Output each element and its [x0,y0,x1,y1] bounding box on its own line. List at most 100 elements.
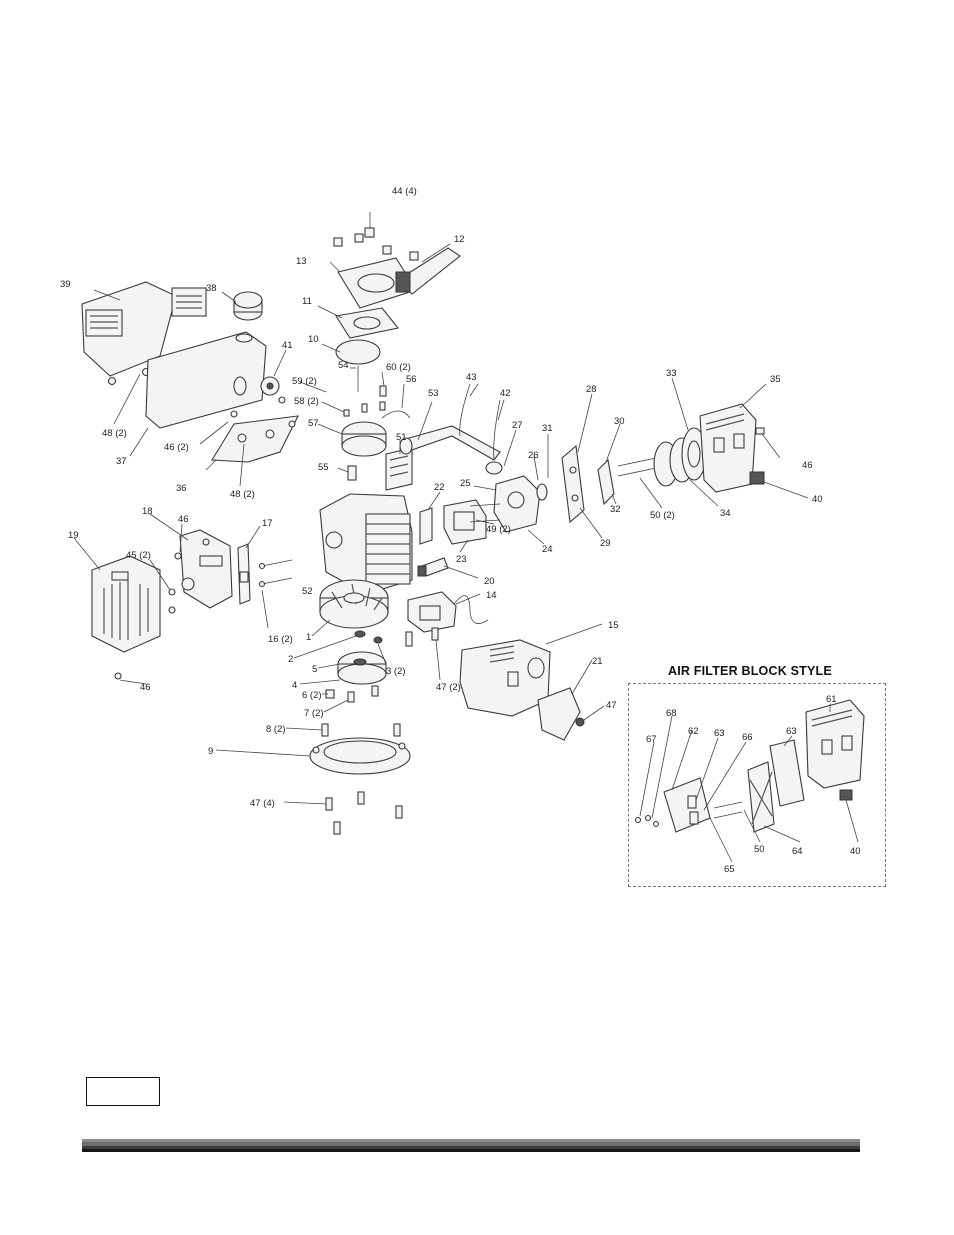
label-19: 19 [68,530,79,541]
part-labels: 44 (4) 12 13 39 38 11 10 41 54 60 (2) 59… [60,186,861,875]
label-3: 3 (2) [386,666,406,677]
label-53: 53 [428,388,439,399]
label-46c: 46 [178,514,189,525]
label-48a: 48 (2) [102,428,127,439]
screws-47 [325,791,403,835]
label-62: 62 [688,726,699,737]
label-39: 39 [60,279,71,290]
label-17: 17 [262,518,273,529]
label-24: 24 [542,544,553,555]
muffler-plate-18 [174,529,233,609]
air-filter-base-28 [561,444,585,524]
starter-housing-13 [337,257,417,309]
label-44: 44 (4) [392,186,417,197]
label-15: 15 [608,620,619,631]
label-60: 60 (2) [386,362,411,373]
ignition-coil-14 [405,591,489,647]
cover-21 [537,687,581,741]
label-48b: 48 (2) [230,489,255,500]
label-34: 34 [720,508,731,519]
label-9: 9 [208,746,213,757]
label-67: 67 [646,734,657,745]
gasket-17 [237,543,251,605]
label-2: 2 [288,654,293,665]
label-46a: 46 (2) [164,442,189,453]
label-5: 5 [312,664,317,675]
label-57: 57 [308,418,319,429]
housing-9 [309,737,411,775]
label-4: 4 [292,680,297,691]
inset-filter-63 [769,739,805,807]
label-41: 41 [282,340,293,351]
bracket-30 [597,458,615,506]
reed-51 [385,447,413,491]
label-40b: 40 [850,846,861,857]
filter-cover-35 [699,403,765,493]
inset-cover-61 [805,699,865,801]
label-32: 32 [610,504,621,515]
label-50a: 50 (2) [650,510,675,521]
screws-8 [321,723,401,737]
label-50b: 50 [754,844,765,855]
screw-44 [333,212,419,261]
starter-handle-12 [395,247,461,295]
inset-screen-64 [747,761,775,833]
label-10: 10 [308,334,319,345]
footer-rule [82,1142,860,1146]
label-25: 25 [460,478,471,489]
label-13: 13 [296,256,307,267]
gasket-11 [335,307,399,339]
page-number-box [86,1077,160,1106]
footer-rule [82,1146,860,1149]
label-47c: 47 (4) [250,798,275,809]
label-47b: 47 [606,700,617,711]
label-20: 20 [484,576,495,587]
label-21: 21 [592,656,603,667]
label-59: 59 (2) [292,376,317,387]
inset-screws [634,801,743,828]
label-46d: 46 [140,682,151,693]
label-58: 58 (2) [294,396,319,407]
label-64: 64 [792,846,803,857]
filter-33 [681,427,707,481]
label-37: 37 [116,456,127,467]
gasket-22 [419,507,433,545]
label-14: 14 [486,590,497,601]
bolts-16 [258,559,293,588]
label-33: 33 [666,368,677,379]
label-38: 38 [206,283,217,294]
label-8: 8 (2) [266,724,286,735]
fuel-tank-37 [145,331,267,429]
label-42: 42 [500,388,511,399]
label-22: 22 [434,482,445,493]
label-16: 16 (2) [268,634,293,645]
label-35: 35 [770,374,781,385]
label-55: 55 [318,462,329,473]
label-61: 61 [826,694,837,705]
pin-55 [347,465,357,481]
label-47a: 47 (2) [436,682,461,693]
label-7: 7 (2) [304,708,324,719]
label-27: 27 [512,420,523,431]
label-52: 52 [302,586,313,597]
label-1: 1 [306,632,311,643]
label-54: 54 [338,360,349,371]
label-23: 23 [456,554,467,565]
fuel-cap-38 [233,291,263,321]
label-66: 66 [742,732,753,743]
nut-2 [354,630,383,644]
nut-47 [575,717,585,727]
label-51: 51 [396,432,407,443]
spark-plug-20 [417,557,449,577]
flywheel-1 [319,579,389,629]
housing-57 [341,421,387,457]
label-45: 45 (2) [126,550,151,561]
label-63b: 63 [786,726,797,737]
label-28: 28 [586,384,597,395]
label-49: 49 (2) [486,524,511,535]
label-31: 31 [542,423,553,434]
primer-41 [260,376,280,396]
label-29: 29 [600,538,611,549]
label-11: 11 [302,296,312,307]
